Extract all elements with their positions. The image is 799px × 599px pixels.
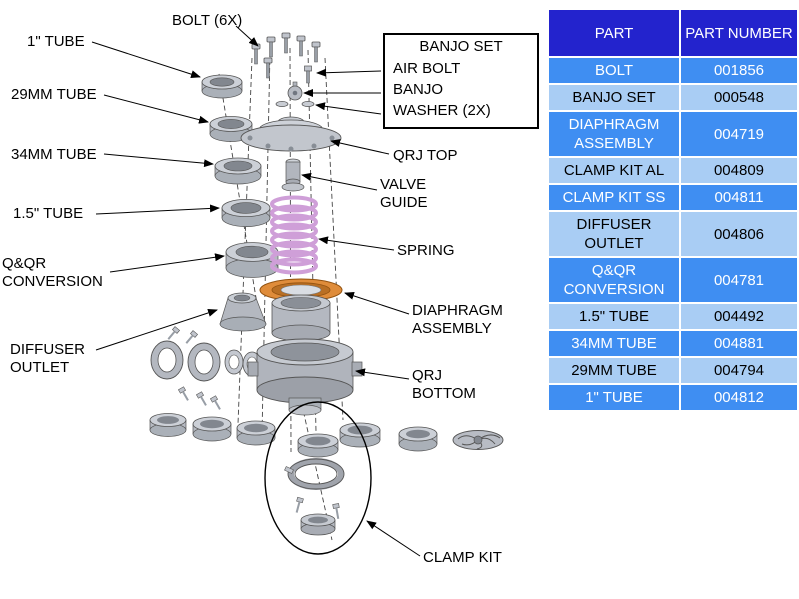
qrj-top-part [240,116,342,152]
callout-diffuser-outlet: DIFFUSER OUTLET [10,341,85,377]
spring-part [270,195,318,275]
part-cell: BOLT [547,56,681,85]
leader-lines [91,25,421,557]
part-number-cell: 004781 [679,256,799,304]
clamp-kit-part [264,401,372,555]
part-number-cell: 004794 [679,356,799,385]
tube-stack-parts [201,74,279,332]
callout-clamp-kit: CLAMP KIT [423,549,502,566]
part-number-cell: 004881 [679,329,799,358]
callout-qrj-top: QRJ TOP [393,147,458,164]
part-number-cell: 004809 [679,156,799,185]
part-cell: 34MM TUBE [547,329,681,358]
banjo-item-banjo: BANJO [393,81,444,98]
turbine-diffuser-part [452,430,504,450]
banjo-item-air-bolt: AIR BOLT [393,60,461,77]
table-header-row: PART PART NUMBER [547,8,799,58]
outlet-row-parts [149,413,504,452]
col-header-part-number: PART NUMBER [679,8,799,58]
callout-spring: SPRING [397,242,455,259]
part-number-cell: 004492 [679,302,799,331]
qrj-bottom-part [247,338,363,416]
callout-29mm-tube: 29MM TUBE [11,86,97,103]
callout-diaphragm-assembly: DIAPHRAGM ASSEMBLY [412,302,503,338]
part-cell: 29MM TUBE [547,356,681,385]
banjo-set-part [275,65,315,107]
part-cell: DIFFUSER OUTLET [547,210,681,258]
part-cell: Q&QR CONVERSION [547,256,681,304]
part-number-cell: 004719 [679,110,799,158]
part-cell: BANJO SET [547,83,681,112]
part-cell: 1" TUBE [547,383,681,412]
callout-34mm-tube: 34MM TUBE [11,146,97,163]
part-cell: CLAMP KIT AL [547,156,681,185]
part-number-cell: 004812 [679,383,799,412]
callout-bolt: BOLT (6X) [172,12,243,29]
callout-valve-guide: VALVE GUIDE [380,176,428,212]
callout-qqr-conversion: Q&QR CONVERSION [2,255,103,291]
part-number-cell: 001856 [679,56,799,85]
part-number-cell: 004806 [679,210,799,258]
col-header-part: PART [547,8,681,58]
part-cell: 1.5" TUBE [547,302,681,331]
clamp-hardware-parts [150,326,262,410]
banjo-item-washer: WASHER (2X) [393,102,491,119]
diaphragm-assembly-part [259,278,343,342]
callout-1in-tube: 1" TUBE [27,33,85,50]
callout-qrj-bottom: QRJ BOTTOM [412,367,476,403]
part-cell: CLAMP KIT SS [547,183,681,212]
part-number-cell: 004811 [679,183,799,212]
callout-1-5in-tube: 1.5" TUBE [13,205,84,222]
part-number-cell: 000548 [679,83,799,112]
valve-guide-part [281,158,305,192]
banjo-set-box: BANJO SET AIR BOLT BANJO WASHER (2X) [383,33,539,129]
banjo-set-title: BANJO SET [419,38,503,55]
part-cell: DIAPHRAGM ASSEMBLY [547,110,681,158]
